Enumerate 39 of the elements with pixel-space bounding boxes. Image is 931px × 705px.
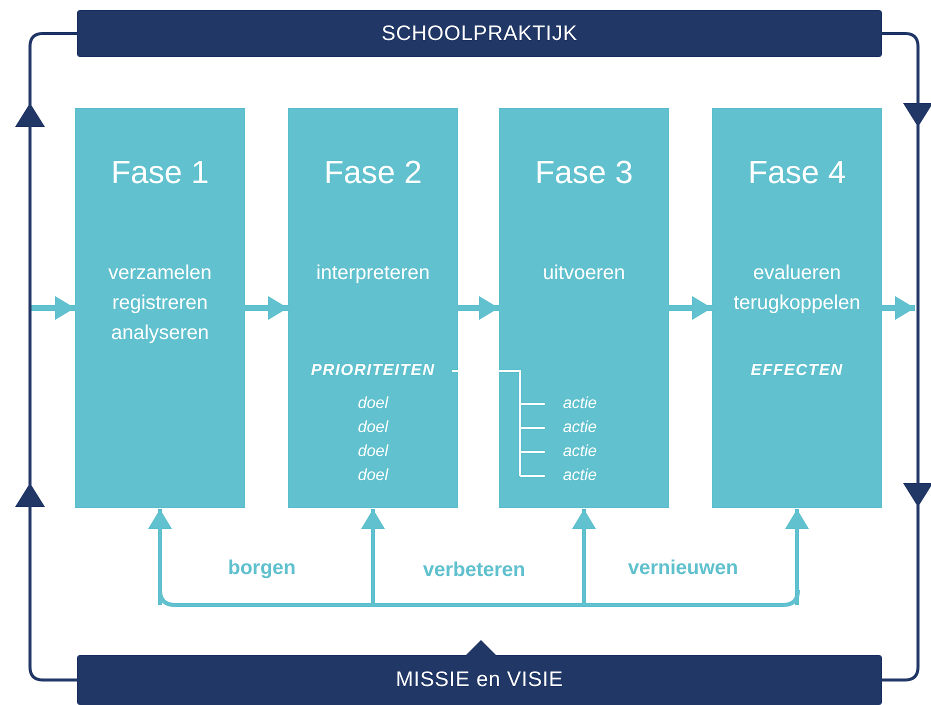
list-item: actie: [563, 394, 597, 414]
section-heading: PRIORITEITEN: [310, 361, 436, 381]
banner-text: MISSIE en VISIE: [396, 668, 564, 692]
arrow: [572, 509, 596, 605]
loop-arrow: [15, 32, 77, 682]
arrow: [148, 509, 172, 605]
list-item: doel: [356, 442, 390, 462]
loop-arrow: [882, 32, 931, 682]
arrow: [458, 296, 499, 320]
phase-description: verzamelen registreren analyseren: [107, 261, 213, 346]
list-item: actie: [563, 466, 597, 486]
phase-description: interpreteren: [315, 261, 431, 286]
arrow: [30, 296, 75, 320]
phase-box: [75, 108, 245, 508]
phase-title: Fase 2: [323, 153, 423, 192]
phase-box: [499, 108, 669, 508]
banner-text: SCHOOLPRAKTIJK: [381, 22, 578, 46]
phase-description: evalueren terugkoppelen: [732, 261, 862, 316]
list-item: actie: [563, 442, 597, 462]
arrow: [882, 296, 915, 320]
phase-box: [712, 108, 882, 508]
arrow-caption: borgen: [228, 557, 296, 580]
phase-description: uitvoeren: [542, 261, 626, 286]
list-item: doel: [356, 418, 390, 438]
header-bar: [77, 10, 882, 57]
list-item: doel: [356, 394, 390, 414]
phase-box: [288, 108, 458, 508]
arrow-caption: verbeteren: [423, 559, 526, 582]
list-item: actie: [563, 418, 597, 438]
phase-title: Fase 4: [747, 153, 847, 192]
list-item: doel: [356, 466, 390, 486]
arrow: [669, 296, 712, 320]
arrow: [245, 296, 288, 320]
phase-title: Fase 1: [110, 153, 210, 192]
phase-title: Fase 3: [534, 153, 634, 192]
arrow: [361, 509, 385, 605]
arrow: [785, 509, 809, 605]
arrow-caption: vernieuwen: [628, 557, 738, 580]
section-heading: EFFECTEN: [750, 361, 844, 381]
